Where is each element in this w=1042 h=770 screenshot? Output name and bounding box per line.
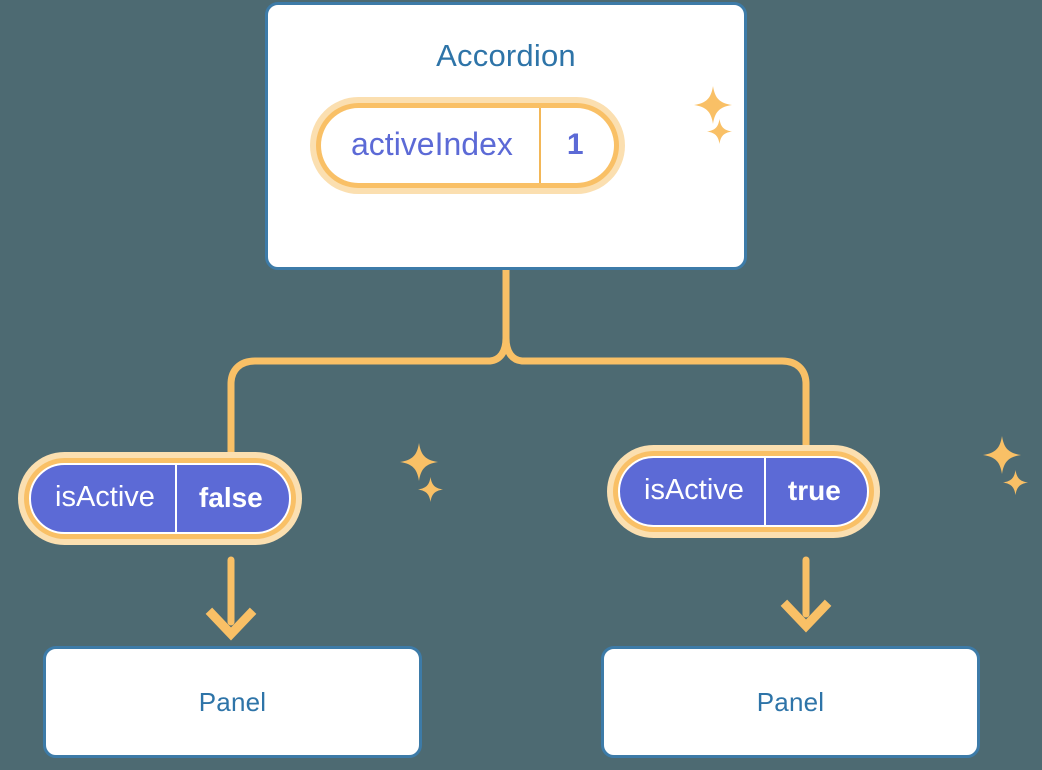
pill-body: isActive false: [29, 463, 291, 534]
component-card-panel-right[interactable]: Panel: [601, 646, 980, 758]
prop-pill-is-active-false[interactable]: isActive false: [18, 452, 302, 545]
wire-trunk: [502, 266, 810, 474]
arrowhead-left: [205, 607, 257, 641]
state-pill-key: activeIndex: [351, 126, 513, 162]
pill-glow-ring: isActive true: [607, 445, 880, 538]
state-pill-active-index[interactable]: activeIndex 1: [310, 97, 625, 194]
accordion-title: Accordion: [436, 38, 576, 73]
panel-right-title: Panel: [756, 686, 825, 717]
prop-pill-key: isActive: [644, 474, 744, 506]
pill-accent-ring: isActive true: [613, 451, 874, 532]
prop-pill-is-active-true[interactable]: isActive true: [607, 445, 880, 538]
arrowhead-right: [780, 599, 832, 633]
pill-body: isActive true: [618, 456, 869, 527]
pill-accent-ring: isActive false: [24, 458, 296, 539]
pill-glow-ring: activeIndex 1: [310, 97, 625, 194]
pill-glow-ring: isActive false: [18, 452, 302, 545]
wire-left-branch: [227, 334, 510, 482]
prop-pill-value: true: [763, 458, 867, 525]
state-pill-value: 1: [538, 108, 614, 183]
panel-left-title: Panel: [198, 686, 267, 717]
pill-accent-ring: activeIndex 1: [316, 103, 619, 188]
prop-pill-value: false: [174, 465, 289, 532]
prop-pill-key: isActive: [55, 481, 155, 513]
pill-body: activeIndex 1: [321, 108, 614, 183]
component-card-panel-left[interactable]: Panel: [43, 646, 422, 758]
